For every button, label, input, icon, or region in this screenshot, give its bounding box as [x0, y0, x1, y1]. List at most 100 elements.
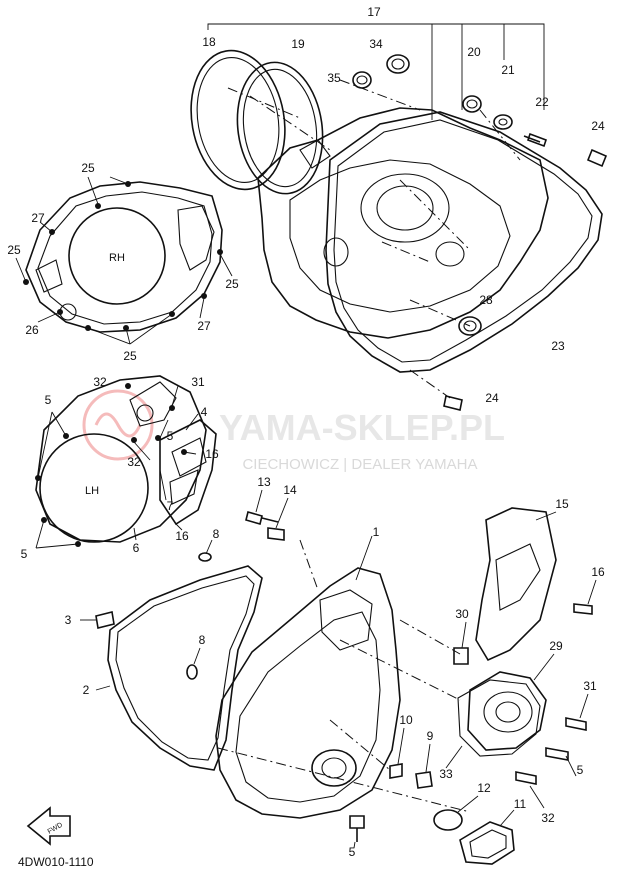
watermark: YAMA-SKLEP.PL CIECHOWICZ | DEALER YAMAHA: [82, 389, 505, 473]
cover-29: [467, 671, 547, 751]
callout-c9: 9: [427, 729, 434, 743]
callout-c25d: 25: [123, 349, 137, 363]
oil-seal-20: [462, 95, 482, 113]
callout-c25c: 25: [225, 277, 239, 291]
callout-c5d: 5: [577, 763, 584, 777]
forward-arrow-icon: FWD: [26, 806, 71, 846]
clamp-14: [267, 527, 285, 541]
watermark-brand: YAMA-SKLEP.PL: [219, 407, 505, 448]
callout-c31b: 31: [583, 679, 597, 693]
gasket-33: [457, 679, 541, 757]
callout-c32b: 32: [127, 455, 141, 469]
callout-c30: 30: [455, 607, 469, 621]
callout-c21: 21: [501, 63, 515, 77]
callout-c33: 33: [439, 767, 453, 781]
callout-c32c: 32: [541, 811, 555, 825]
gasket-ring-18: [190, 49, 286, 191]
bolt-32: [515, 771, 537, 785]
plug-10: [389, 763, 403, 779]
callout-c32a: 32: [93, 375, 107, 389]
o-ring-12: [433, 809, 463, 831]
callout-c14: 14: [283, 483, 297, 497]
callout-c19: 19: [291, 37, 305, 51]
gasket-ring-19: [236, 61, 324, 195]
callout-c18: 18: [202, 35, 216, 49]
callout-c13: 13: [257, 475, 271, 489]
forward-arrow-label: FWD: [47, 822, 64, 836]
lh-cover-label: LH: [85, 485, 99, 497]
callout-c25a: 25: [81, 161, 95, 175]
callout-c11: 11: [514, 797, 527, 811]
crankcase-cover-right: [257, 107, 549, 339]
callout-c16a: 16: [205, 447, 219, 461]
bolt-13: [245, 511, 279, 525]
callout-c16c: 16: [591, 565, 605, 579]
callout-c25b: 25: [7, 243, 21, 257]
callout-c4: 4: [201, 405, 208, 419]
callout-c10: 10: [399, 713, 413, 727]
callout-c27b: 27: [197, 319, 211, 333]
callout-c2: 2: [83, 683, 90, 697]
bolt-5-right: [545, 747, 569, 761]
lh-cover-outline: [35, 375, 207, 543]
cover-15: [475, 507, 557, 662]
callout-c28: 28: [479, 293, 493, 307]
watermark-logo-icon: [82, 389, 154, 461]
callout-c34: 34: [369, 37, 383, 51]
bearing-35: [352, 71, 372, 89]
lh-side-plate: [159, 419, 217, 526]
plug-11: [459, 821, 515, 865]
watermark-tuning-fork-icon: [94, 412, 142, 438]
gasket-2: [107, 565, 263, 771]
callout-c12: 12: [477, 781, 491, 795]
bolt-16: [573, 603, 593, 615]
callout-c31a: 31: [191, 375, 205, 389]
oil-seal-28: [458, 316, 482, 336]
callout-c5b: 5: [167, 429, 174, 443]
watermark-subtitle: CIECHOWICZ | DEALER YAMAHA: [242, 456, 477, 473]
callout-c20: 20: [467, 45, 481, 59]
callout-c24a: 24: [591, 119, 605, 133]
bolt-5-bottom: [349, 815, 365, 842]
callout-c8a: 8: [213, 527, 220, 541]
callout-c29: 29: [549, 639, 563, 653]
o-ring-8-bottom: [186, 664, 198, 680]
callout-c26: 26: [25, 323, 39, 337]
dowel-pin-24-top: [586, 148, 608, 168]
left-crankcase-cover-assembly: FWD: [26, 489, 597, 865]
callout-c5a: 5: [45, 393, 52, 407]
callout-c7: 7: [167, 499, 174, 513]
callout-c27a: 27: [31, 211, 45, 225]
bolt-9: [415, 771, 433, 789]
callout-c16b: 16: [175, 529, 189, 543]
crankcase-cover-left: [215, 567, 401, 819]
callout-c17: 17: [367, 5, 381, 19]
right-crankcase-cover-assembly: [190, 23, 608, 411]
gasket-23: [325, 111, 603, 373]
bolt-22: [523, 132, 548, 148]
callout-c22: 22: [535, 95, 549, 109]
lh-cover-detail: LH: [35, 375, 217, 549]
callout-c24b: 24: [485, 391, 499, 405]
callout-c5c: 5: [21, 547, 28, 561]
rh-cover-label: RH: [109, 252, 125, 264]
oil-seal-34: [386, 54, 410, 74]
callout-c35: 35: [327, 71, 341, 85]
washer-21: [493, 114, 513, 130]
callout-c5e: 5: [349, 845, 356, 859]
callout-c6: 6: [133, 541, 140, 555]
collar-30: [453, 647, 469, 665]
dowel-pin-3: [95, 611, 115, 629]
callout-c3: 3: [65, 613, 72, 627]
o-ring-8-top: [198, 552, 212, 562]
callout-c8b: 8: [199, 633, 206, 647]
bolt-31: [565, 717, 587, 731]
rh-cover-detail: RH: [15, 176, 233, 345]
rh-cover-outline: [25, 181, 223, 333]
callout-c15: 15: [555, 497, 569, 511]
callout-labels: 17 18 19 34 35 20 21 22 24 25 27 25 25 2…: [7, 5, 605, 859]
callout-c1: 1: [373, 525, 380, 539]
part-code-label: 4DW010-1110: [18, 855, 94, 869]
